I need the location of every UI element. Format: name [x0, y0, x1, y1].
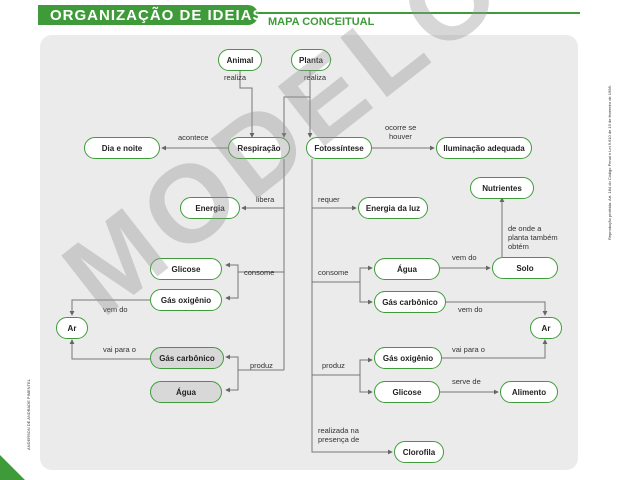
node-gas-carbonico-left: Gás carbônico	[150, 347, 224, 369]
link-consome-left: consome	[244, 268, 275, 277]
link-vai-para-right: vai para o	[452, 345, 485, 354]
node-energia-luz: Energia da luz	[358, 197, 428, 219]
link-de-onde-1: de onde a	[508, 224, 542, 233]
link-libera: libera	[256, 195, 275, 204]
link-vem-do-right: vem do	[458, 305, 483, 314]
link-realiza-animal: realiza	[224, 73, 247, 82]
link-vai-para-left: vai para o	[103, 345, 136, 354]
node-solo: Solo	[492, 257, 558, 279]
link-realizada-2: presença de	[318, 435, 360, 444]
node-gas-oxigenio-left: Gás oxigênio	[150, 289, 222, 311]
page-corner-decoration	[0, 455, 25, 480]
node-clorofila: Clorofila	[394, 441, 444, 463]
node-nutrientes: Nutrientes	[470, 177, 534, 199]
node-energia: Energia	[180, 197, 240, 219]
link-vem-do-left: vem do	[103, 305, 128, 314]
illustrator-credit: ANDERSON DE ANDRADE PIMENTEL	[26, 379, 31, 450]
link-de-onde-2: planta também	[508, 233, 558, 242]
node-gas-carbonico-right: Gás carbônico	[374, 291, 446, 313]
section-header-band	[38, 5, 258, 25]
link-houver: houver	[389, 132, 412, 141]
node-dia-noite: Dia e noite	[84, 137, 160, 159]
link-realiza-planta: realiza	[304, 73, 327, 82]
node-ar-right: Ar	[530, 317, 562, 339]
link-acontece: acontece	[178, 133, 209, 142]
node-iluminacao: Iluminação adequada	[436, 137, 532, 159]
node-ar-left: Ar	[56, 317, 88, 339]
link-serve-de: serve de	[452, 377, 481, 386]
link-requer: requer	[318, 195, 340, 204]
node-gas-oxigenio-right: Gás oxigênio	[374, 347, 442, 369]
node-animal: Animal	[218, 49, 262, 71]
node-planta: Planta	[291, 49, 331, 71]
link-de-onde-3: obtém	[508, 242, 529, 251]
diagram-subtitle: MAPA CONCEITUAL	[268, 16, 375, 28]
link-realizada-1: realizada na	[318, 426, 359, 435]
node-agua-right: Água	[374, 258, 440, 280]
link-produz-right: produz	[322, 361, 345, 370]
node-alimento: Alimento	[500, 381, 558, 403]
concept-map-panel	[40, 35, 578, 470]
section-title: ORGANIZAÇÃO DE IDEIAS	[50, 7, 264, 24]
link-vem-do-agua: vem do	[452, 253, 477, 262]
header-rule	[258, 12, 580, 14]
node-glicose-left: Glicose	[150, 258, 222, 280]
link-ocorre-se: ocorre se	[385, 123, 417, 132]
node-agua-left: Água	[150, 381, 222, 403]
link-consome-right: consome	[318, 268, 349, 277]
node-respiracao: Respiração	[228, 137, 290, 159]
node-glicose-right: Glicose	[374, 381, 440, 403]
link-produz-left: produz	[250, 361, 273, 370]
node-fotossintese: Fotossíntese	[306, 137, 372, 159]
